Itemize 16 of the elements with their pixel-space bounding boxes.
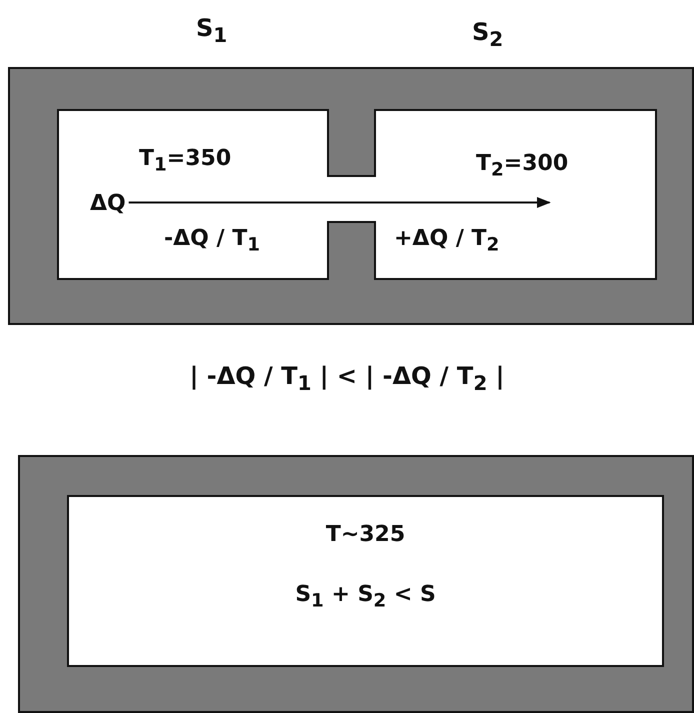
chamber: [374, 109, 657, 280]
insulated-wall: [18, 455, 694, 713]
entropy-relation: S$_{1}$ + S$_{2}$ < S: [294, 582, 437, 612]
entropy-change-label: +ΔQ / T$_{2}$: [394, 226, 500, 256]
chamber: [57, 109, 329, 280]
insulated-wall: [8, 67, 694, 325]
entropy-label: S$_{1}$: [196, 14, 228, 47]
combined-chamber: [67, 495, 664, 667]
temperature-label: T~325: [324, 522, 406, 547]
inequality-label: | -ΔQ / T$_{1}$ | < | -ΔQ / T$_{2}$ |: [188, 362, 506, 395]
arrow: [128, 196, 551, 208]
temperature-label: T$_{1}$=350: [139, 146, 232, 176]
entropy-change-label: -ΔQ / T$_{1}$: [164, 226, 260, 256]
heat-label: ΔQ: [90, 191, 126, 216]
temperature-label: T$_{2}$=300: [476, 151, 568, 180]
entropy-label: S$_{2}$: [472, 18, 504, 51]
